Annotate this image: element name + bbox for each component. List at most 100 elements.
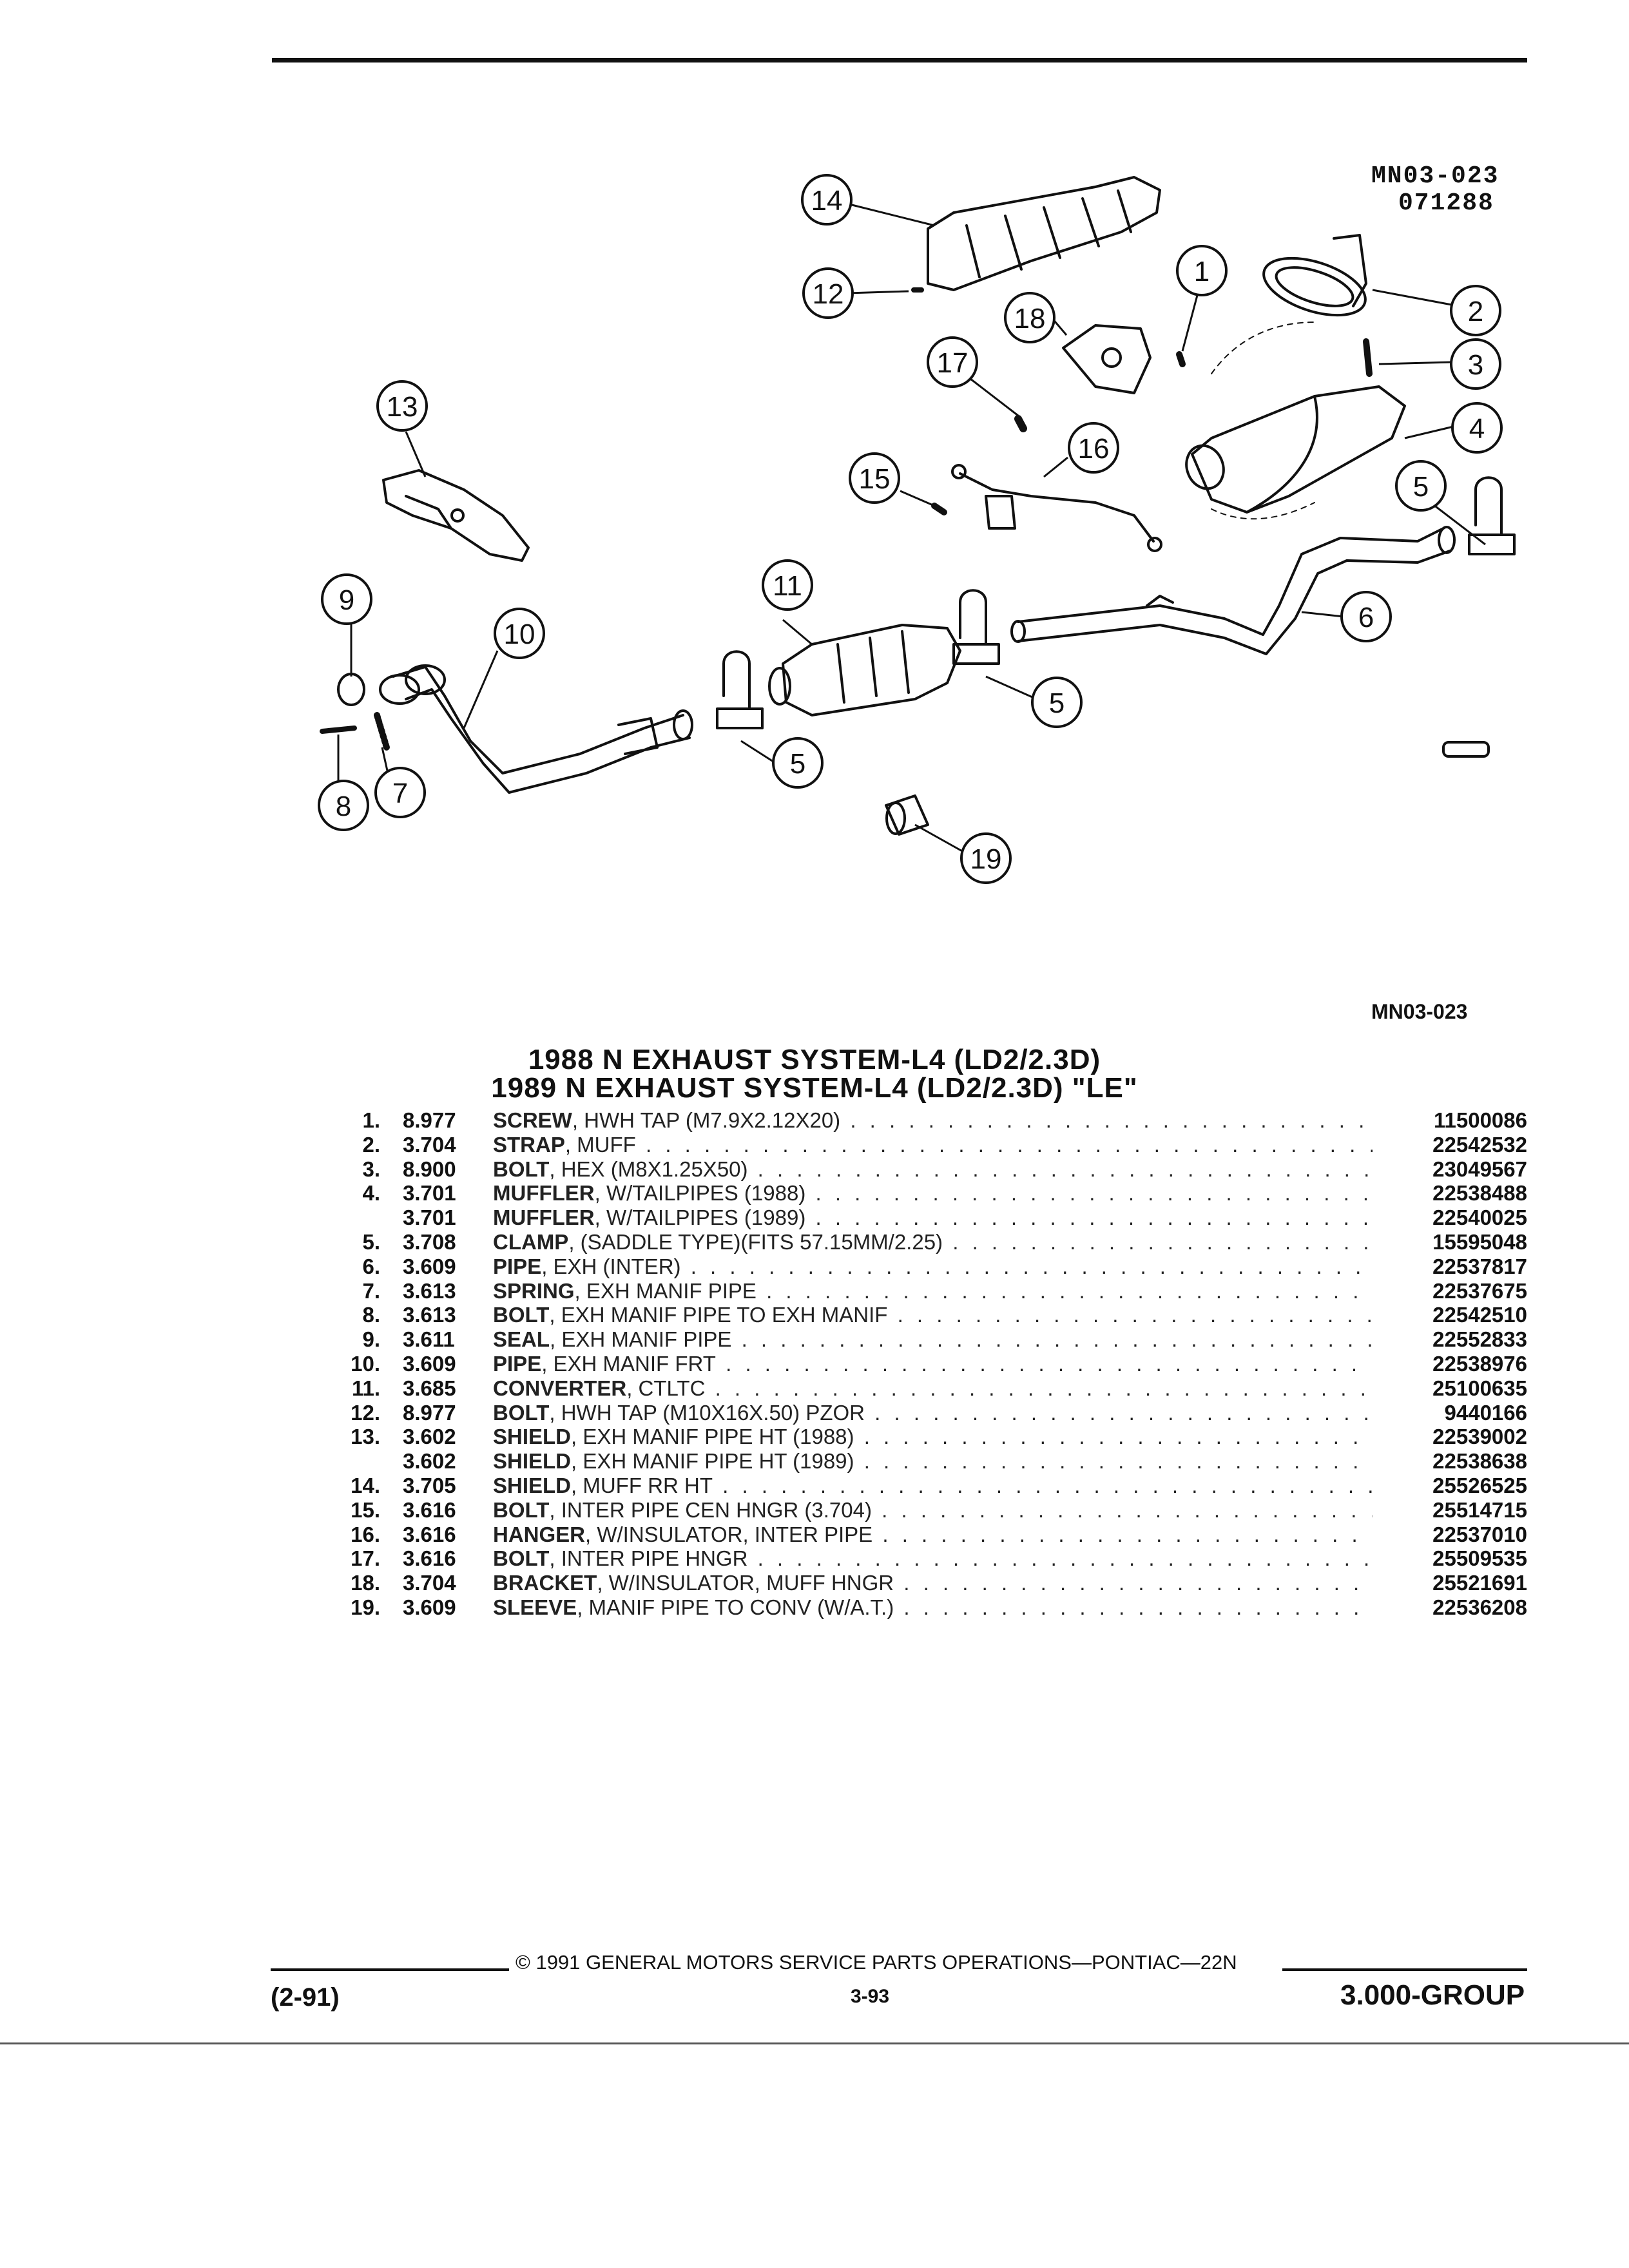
footer-page-number: 3-93 xyxy=(851,1986,890,2007)
svg-text:5: 5 xyxy=(790,748,805,780)
part-detail: , W/TAILPIPES (1988) xyxy=(594,1181,806,1206)
part-group-code: 3.609 xyxy=(403,1254,456,1278)
part-description: SEAL, EXH MANIF PIPE . . . . . . . . . .… xyxy=(493,1327,1373,1352)
part-number: 22540025 xyxy=(1432,1206,1527,1230)
part-detail: , EXH MANIF PIPE HT (1989) xyxy=(571,1449,854,1474)
part-detail: , W/TAILPIPES (1989) xyxy=(594,1206,806,1230)
part-group-code: 3.704 xyxy=(403,1571,456,1595)
part-detail: , W/INSULATOR, MUFF HNGR xyxy=(597,1571,894,1595)
part-description: SPRING, EXH MANIF PIPE . . . . . . . . .… xyxy=(493,1278,1373,1303)
part-detail: , (SADDLE TYPE)(FITS 57.15MM/2.25) xyxy=(568,1229,943,1254)
part-ref-number: 6. xyxy=(362,1254,380,1278)
part-group-code: 8.900 xyxy=(403,1157,456,1181)
part-ref-number: 1. xyxy=(362,1108,380,1132)
diagram-caption-code: MN03-023 xyxy=(1371,1000,1468,1023)
part-ref-number: 10. xyxy=(351,1351,380,1376)
muff-hanger-bracket-part xyxy=(1062,324,1152,394)
part-name: BOLT xyxy=(493,1546,550,1571)
part-detail: , HEX (M8X1.25X50) xyxy=(549,1157,748,1181)
svg-text:15: 15 xyxy=(859,463,891,495)
svg-text:5: 5 xyxy=(1413,471,1429,503)
part-number: 25521691 xyxy=(1432,1571,1527,1595)
part-group-code: 3.701 xyxy=(403,1206,456,1230)
callout-9: 9 xyxy=(321,573,372,625)
part-description: SCREW, HWH TAP (M7.9X2.12X20) . . . . . … xyxy=(493,1108,1373,1132)
svg-text:16: 16 xyxy=(1078,433,1110,465)
svg-text:17: 17 xyxy=(937,347,969,379)
callout-14: 14 xyxy=(801,174,853,226)
callout-12: 12 xyxy=(802,267,854,319)
muff-rear-heat-shield-part xyxy=(927,176,1161,291)
part-number: 22542510 xyxy=(1432,1303,1527,1327)
part-ref-number: 12. xyxy=(351,1400,380,1425)
part-group-code: 3.613 xyxy=(403,1303,456,1327)
callout-19: 19 xyxy=(960,832,1012,884)
part-group-code: 3.616 xyxy=(403,1522,456,1546)
part-name: SHIELD xyxy=(493,1425,572,1449)
part-ref-number: 17. xyxy=(351,1546,380,1571)
part-ref-number: 2. xyxy=(362,1132,380,1157)
part-description: MUFFLER, W/TAILPIPES (1989) . . . . . . … xyxy=(493,1206,1373,1230)
svg-text:12: 12 xyxy=(813,278,844,310)
part-name: MUFFLER xyxy=(493,1206,595,1230)
part-number: 22537817 xyxy=(1432,1254,1527,1278)
part-detail: , INTER PIPE CEN HNGR (3.704) xyxy=(549,1497,872,1522)
manif-pipe-seal-part xyxy=(337,673,365,706)
muff-strap-part xyxy=(1262,234,1367,317)
diagram-code: MN03-023 xyxy=(1371,162,1499,190)
part-name: BOLT xyxy=(493,1303,550,1327)
part-detail: , HWH TAP (M10X16X.50) PZOR xyxy=(549,1400,865,1425)
part-description: SHIELD, EXH MANIF PIPE HT (1988) . . . .… xyxy=(493,1425,1373,1449)
part-detail: , MUFF RR HT xyxy=(571,1473,713,1497)
part-detail: , EXH MANIF PIPE xyxy=(550,1327,732,1352)
part-name: SEAL xyxy=(493,1327,550,1352)
part-ref-number: 19. xyxy=(351,1595,380,1619)
callout-17: 17 xyxy=(927,336,978,388)
part-name: SCREW xyxy=(493,1108,572,1132)
part-description: BRACKET, W/INSULATOR, MUFF HNGR . . . . … xyxy=(493,1571,1373,1595)
part-group-code: 8.977 xyxy=(403,1108,456,1132)
inter-pipe-hanger-part xyxy=(951,464,1162,552)
footer-rule-left xyxy=(271,1968,509,1971)
part-group-code: 3.705 xyxy=(403,1473,456,1497)
callout-4: 4 xyxy=(1451,402,1503,454)
part-group-code: 3.602 xyxy=(403,1425,456,1449)
callout-16: 16 xyxy=(1068,422,1119,474)
callout-2: 2 xyxy=(1450,285,1501,336)
callout-15: 15 xyxy=(849,452,900,504)
footer-group: 3.000-GROUP xyxy=(1340,1979,1525,2011)
svg-text:8: 8 xyxy=(336,791,351,822)
part-name: CLAMP xyxy=(493,1229,569,1254)
part-number: 22537010 xyxy=(1432,1522,1527,1546)
part-description: SHIELD, MUFF RR HT . . . . . . . . . . .… xyxy=(493,1473,1373,1497)
catalytic-converter-part xyxy=(768,624,961,716)
part-name: SLEEVE xyxy=(493,1595,577,1619)
svg-text:5: 5 xyxy=(1049,687,1065,719)
part-number: 25100635 xyxy=(1432,1376,1527,1400)
callout-1: 1 xyxy=(1176,245,1228,296)
part-number: 25526525 xyxy=(1432,1473,1527,1497)
page-title-line-1: 1988 N EXHAUST SYSTEM-L4 (LD2/2.3D) xyxy=(528,1044,1101,1075)
callout-7: 7 xyxy=(374,767,426,818)
part-number: 22538638 xyxy=(1432,1449,1527,1474)
part-description: BOLT, EXH MANIF PIPE TO EXH MANIF . . . … xyxy=(493,1303,1373,1327)
part-ref-number: 13. xyxy=(351,1425,380,1449)
part-name: CONVERTER xyxy=(493,1376,627,1400)
exhaust-system-diagram: 14 12 1 18 2 17 3 13 4 16 15 5 9 11 6 10… xyxy=(318,174,1516,884)
part-name: BOLT xyxy=(493,1157,550,1181)
part-group-code: 3.701 xyxy=(403,1181,456,1206)
part-name: SPRING xyxy=(493,1278,575,1303)
part-ref-number: 11. xyxy=(351,1376,380,1400)
part-ref-number: 8. xyxy=(362,1303,380,1327)
part-number: 22539002 xyxy=(1432,1425,1527,1449)
callout-5-rear: 5 xyxy=(1395,460,1447,512)
part-detail: , EXH MANIF PIPE TO EXH MANIF xyxy=(549,1303,888,1327)
part-name: BOLT xyxy=(493,1497,550,1522)
part-description: SLEEVE, MANIF PIPE TO CONV (W/A.T.) . . … xyxy=(493,1595,1373,1619)
